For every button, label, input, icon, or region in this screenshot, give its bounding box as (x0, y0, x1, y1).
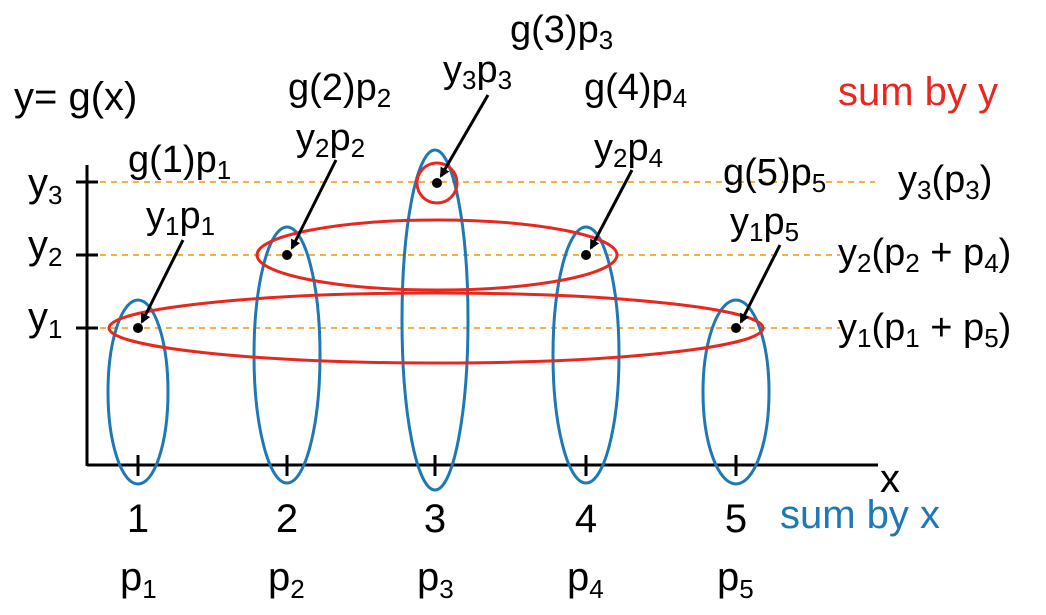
annotation-yp5: y1p5 (730, 201, 799, 247)
prob-label-4: p4 (567, 555, 604, 604)
x-tick-label-5: 5 (725, 497, 747, 541)
x-tick-label-2: 2 (276, 497, 298, 541)
point-5 (731, 323, 741, 333)
right-label-y3: y3(p3) (898, 159, 992, 205)
blue-ellipse-x4 (551, 225, 621, 485)
arrow-4 (589, 169, 634, 250)
x-tick-label-1: 1 (127, 497, 149, 541)
annotation-g5: g(5)p5 (723, 152, 826, 198)
sum-by-y-label: sum by y (838, 70, 998, 114)
annotation-g2: g(2)p2 (288, 67, 391, 113)
annotation-g3: g(3)p3 (510, 9, 613, 55)
prob-label-1: p1 (120, 555, 157, 604)
y-tick-label-2: y2 (28, 223, 62, 272)
point-1 (133, 323, 143, 333)
prob-label-5: p5 (717, 555, 754, 604)
annotation-yp1: y1p1 (146, 195, 215, 241)
annotation-yp2: y2p2 (296, 117, 365, 163)
prob-label-2: p2 (268, 555, 305, 604)
annotation-g4: g(4)p4 (584, 67, 687, 113)
red-ellipse-y1 (107, 291, 765, 365)
arrow-1 (140, 239, 185, 324)
sum-by-x-label: sum by x (780, 493, 940, 537)
right-label-y2: y2(p2 + p4) (838, 232, 1011, 278)
arrow-3 (439, 94, 490, 178)
point-2 (282, 250, 292, 260)
annotation-g1: g(1)p1 (128, 139, 231, 185)
x-tick-label-4: 4 (575, 497, 597, 541)
blue-ellipse-x2 (252, 225, 322, 485)
y-tick-label-3: y3 (28, 161, 62, 210)
blue-ellipse-x5 (701, 298, 771, 486)
annotation-yp4: y2p4 (594, 127, 663, 173)
point-3 (432, 178, 442, 188)
prob-label-3: p3 (417, 555, 454, 604)
red-circle-y3 (415, 161, 459, 205)
right-label-y1: y1(p1 + p5) (838, 307, 1011, 353)
point-4 (581, 250, 591, 260)
function-label: y= g(x) (14, 75, 137, 119)
arrow-2 (290, 159, 338, 250)
arrow-5 (739, 244, 782, 324)
annotation-yp3: y3p3 (443, 49, 512, 95)
x-tick-label-3: 3 (424, 497, 446, 541)
blue-ellipse-x1 (106, 298, 170, 486)
blue-ellipse-x3 (400, 148, 470, 492)
x-axis-label: x (880, 457, 900, 501)
red-ellipse-y2 (255, 218, 619, 292)
y-tick-label-1: y1 (28, 295, 62, 344)
